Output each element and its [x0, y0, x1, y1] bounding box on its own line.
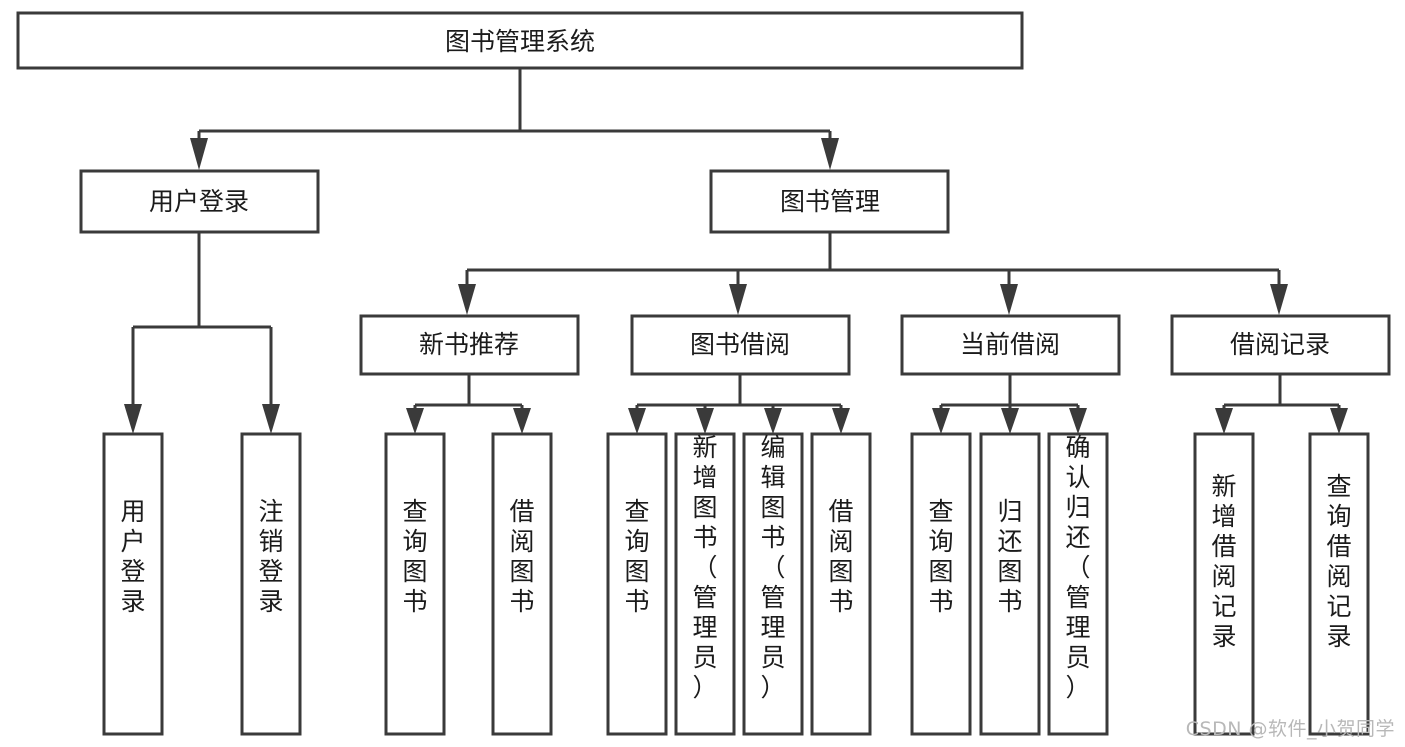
leaf-borrow-book[interactable]: 借阅图书 — [810, 432, 872, 736]
leaf-borrow-book-recommend[interactable]: 借阅图书 — [491, 432, 553, 736]
leaf-return-book[interactable]: 归还图书 — [979, 432, 1041, 736]
arrow-head-leaf-user-login — [124, 404, 142, 434]
node-borrow-record[interactable]: 借阅记录 — [1170, 314, 1391, 376]
leaf-logout[interactable]: 注销登录 — [240, 432, 302, 736]
arrow-head-leaf-query-book-1 — [406, 408, 424, 434]
node-borrow-record-box[interactable] — [1170, 314, 1391, 376]
arrow-head-leaf-add-record — [1215, 408, 1233, 434]
leaf-query-book-borrow-box[interactable] — [606, 432, 668, 736]
node-root-box[interactable] — [16, 11, 1024, 70]
arrow-head-user-login — [190, 138, 208, 170]
node-new-book-recommend[interactable]: 新书推荐 — [359, 314, 580, 376]
node-new-book-recommend-box[interactable] — [359, 314, 580, 376]
node-user-login-box[interactable] — [79, 169, 320, 234]
leaf-query-borrow-record-label: 查询借阅记录 — [1326, 472, 1351, 651]
node-new-book-recommend-label: 新书推荐 — [419, 330, 519, 359]
arrow-head-leaf-query-record — [1330, 408, 1348, 434]
csdn-watermark: CSDN @软件_小贺同学 — [1185, 718, 1395, 740]
arrow-head-book-borrow — [729, 284, 747, 315]
node-root[interactable]: 图书管理系统 — [16, 11, 1024, 70]
leaf-confirm-return[interactable]: 确认归还（管理员） — [1047, 432, 1109, 736]
leaf-edit-book-label: 编辑图书（管理员） — [760, 433, 785, 702]
node-current-borrow-box[interactable] — [900, 314, 1121, 376]
leaf-query-borrow-record[interactable]: 查询借阅记录 — [1308, 432, 1370, 736]
leaf-user-login-label: 用户登录 — [120, 497, 145, 616]
node-user-login[interactable]: 用户登录 — [79, 169, 320, 234]
leaf-add-borrow-record-box[interactable] — [1193, 432, 1255, 736]
arrow-head-leaf-edit-book — [764, 408, 782, 434]
leaf-query-book-recommend-box[interactable] — [384, 432, 446, 736]
leaf-borrow-book-recommend-box[interactable] — [491, 432, 553, 736]
node-book-borrow[interactable]: 图书借阅 — [630, 314, 851, 376]
arrow-head-leaf-return-book — [1001, 408, 1019, 434]
leaf-logout-label: 注销登录 — [258, 497, 283, 616]
leaf-query-borrow-record-box[interactable] — [1308, 432, 1370, 736]
leaf-edit-book-box[interactable] — [742, 432, 804, 736]
leaf-query-book-current[interactable]: 查询图书 — [910, 432, 972, 736]
leaf-confirm-return-box[interactable] — [1047, 432, 1109, 736]
leaf-user-login-box[interactable] — [102, 432, 164, 736]
node-user-login-label: 用户登录 — [149, 187, 249, 216]
node-current-borrow-label: 当前借阅 — [960, 330, 1060, 359]
leaf-return-book-box[interactable] — [979, 432, 1041, 736]
leaf-return-book-label: 归还图书 — [997, 497, 1022, 616]
arrow-head-leaf-add-book — [696, 408, 714, 434]
leaf-logout-box[interactable] — [240, 432, 302, 736]
arrow-head-new-book-recommend — [458, 284, 476, 315]
leaf-borrow-book-recommend-label: 借阅图书 — [509, 497, 534, 616]
leaf-query-book-borrow[interactable]: 查询图书 — [606, 432, 668, 736]
leaf-query-book-recommend-label: 查询图书 — [402, 497, 427, 616]
arrow-head-book-mgmt — [821, 138, 839, 170]
arrow-head-leaf-logout — [262, 404, 280, 434]
leaf-add-borrow-record-label: 新增借阅记录 — [1211, 472, 1236, 651]
leaf-add-borrow-record[interactable]: 新增借阅记录 — [1193, 432, 1255, 736]
arrow-head-leaf-confirm-return — [1069, 408, 1087, 434]
node-book-management-label: 图书管理 — [780, 187, 880, 216]
leaf-borrow-book-label: 借阅图书 — [828, 497, 853, 616]
arrow-head-leaf-borrow-book-1 — [513, 408, 531, 434]
leaf-edit-book[interactable]: 编辑图书（管理员） — [742, 432, 804, 736]
node-book-management[interactable]: 图书管理 — [709, 169, 950, 234]
leaf-query-book-borrow-label: 查询图书 — [624, 497, 649, 616]
leaf-add-book[interactable]: 新增图书（管理员） — [674, 432, 736, 736]
leaf-query-book-recommend[interactable]: 查询图书 — [384, 432, 446, 736]
node-book-borrow-box[interactable] — [630, 314, 851, 376]
leaf-user-login[interactable]: 用户登录 — [102, 432, 164, 736]
connector-layer — [124, 68, 1348, 434]
arrow-head-leaf-query-book-3 — [932, 408, 950, 434]
node-book-management-box[interactable] — [709, 169, 950, 234]
leaf-query-book-current-box[interactable] — [910, 432, 972, 736]
node-book-borrow-label: 图书借阅 — [690, 330, 790, 359]
node-borrow-record-label: 借阅记录 — [1230, 330, 1330, 359]
leaf-confirm-return-label: 确认归还（管理员） — [1065, 433, 1090, 702]
arrow-head-leaf-borrow-book-2 — [832, 408, 850, 434]
leaf-add-book-label: 新增图书（管理员） — [692, 433, 717, 702]
arrow-head-leaf-query-book-2 — [628, 408, 646, 434]
leaf-query-book-current-label: 查询图书 — [928, 497, 953, 616]
leaf-add-book-box[interactable] — [674, 432, 736, 736]
leaf-borrow-book-box[interactable] — [810, 432, 872, 736]
arrow-head-current-borrow — [1000, 284, 1018, 315]
node-root-label: 图书管理系统 — [445, 27, 595, 56]
node-current-borrow[interactable]: 当前借阅 — [900, 314, 1121, 376]
arrow-head-borrow-record — [1270, 284, 1288, 315]
